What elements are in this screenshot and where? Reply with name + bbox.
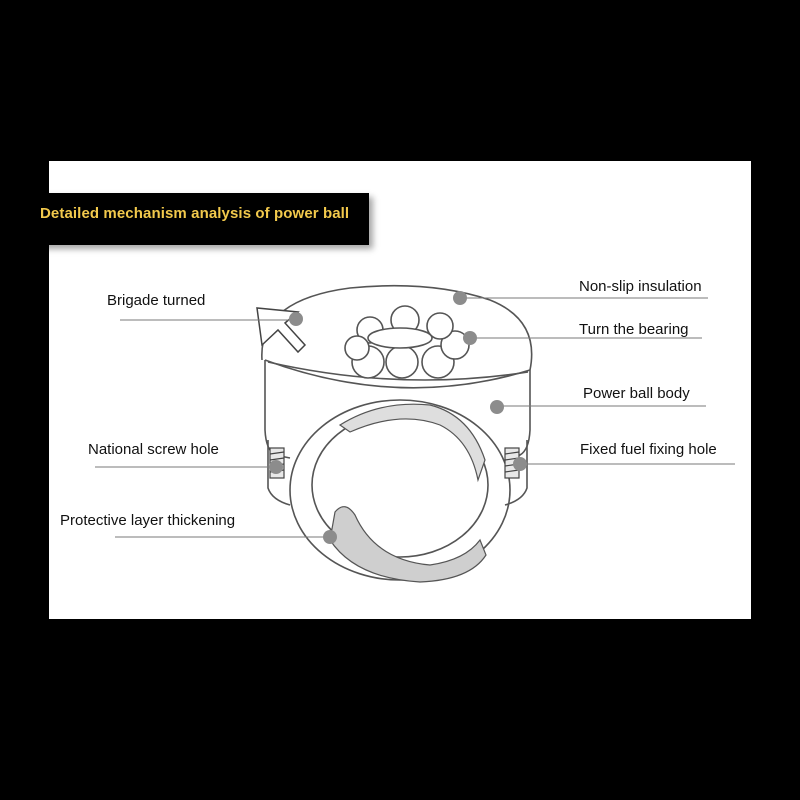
marker-national-screw bbox=[269, 460, 283, 474]
marker-fixed-fuel bbox=[513, 457, 527, 471]
label-non-slip-insulation: Non-slip insulation bbox=[579, 278, 702, 295]
bearing-ball-8 bbox=[344, 335, 370, 361]
label-turn-the-bearing: Turn the bearing bbox=[579, 321, 689, 338]
title-banner bbox=[31, 193, 369, 245]
label-brigade-turned: Brigade turned bbox=[107, 292, 206, 309]
bearing-ball-4 bbox=[440, 330, 470, 360]
protective-layer-lower bbox=[329, 506, 487, 583]
diagram-title: Detailed mechanism analysis of power bal… bbox=[40, 205, 350, 222]
left-flange bbox=[267, 440, 291, 506]
bearing-ball-2 bbox=[385, 345, 419, 379]
label-protective-layer-thickening: Protective layer thickening bbox=[60, 512, 236, 529]
marker-brigade-turned bbox=[289, 312, 303, 326]
protective-layer-upper bbox=[338, 403, 486, 483]
marker-turn-bearing bbox=[463, 331, 477, 345]
label-fixed-fuel-fixing-hole: Fixed fuel fixing hole bbox=[580, 441, 717, 458]
body-top-rim bbox=[264, 359, 531, 389]
label-national-screw-hole: National screw hole bbox=[88, 441, 219, 458]
bearing-center bbox=[367, 327, 433, 349]
lid-lower-edge bbox=[267, 361, 529, 381]
label-power-ball-body: Power ball body bbox=[583, 385, 690, 402]
bearing-ball-5 bbox=[426, 312, 454, 340]
marker-power-ball-body bbox=[490, 400, 504, 414]
marker-protective-layer bbox=[323, 530, 337, 544]
marker-non-slip bbox=[453, 291, 467, 305]
